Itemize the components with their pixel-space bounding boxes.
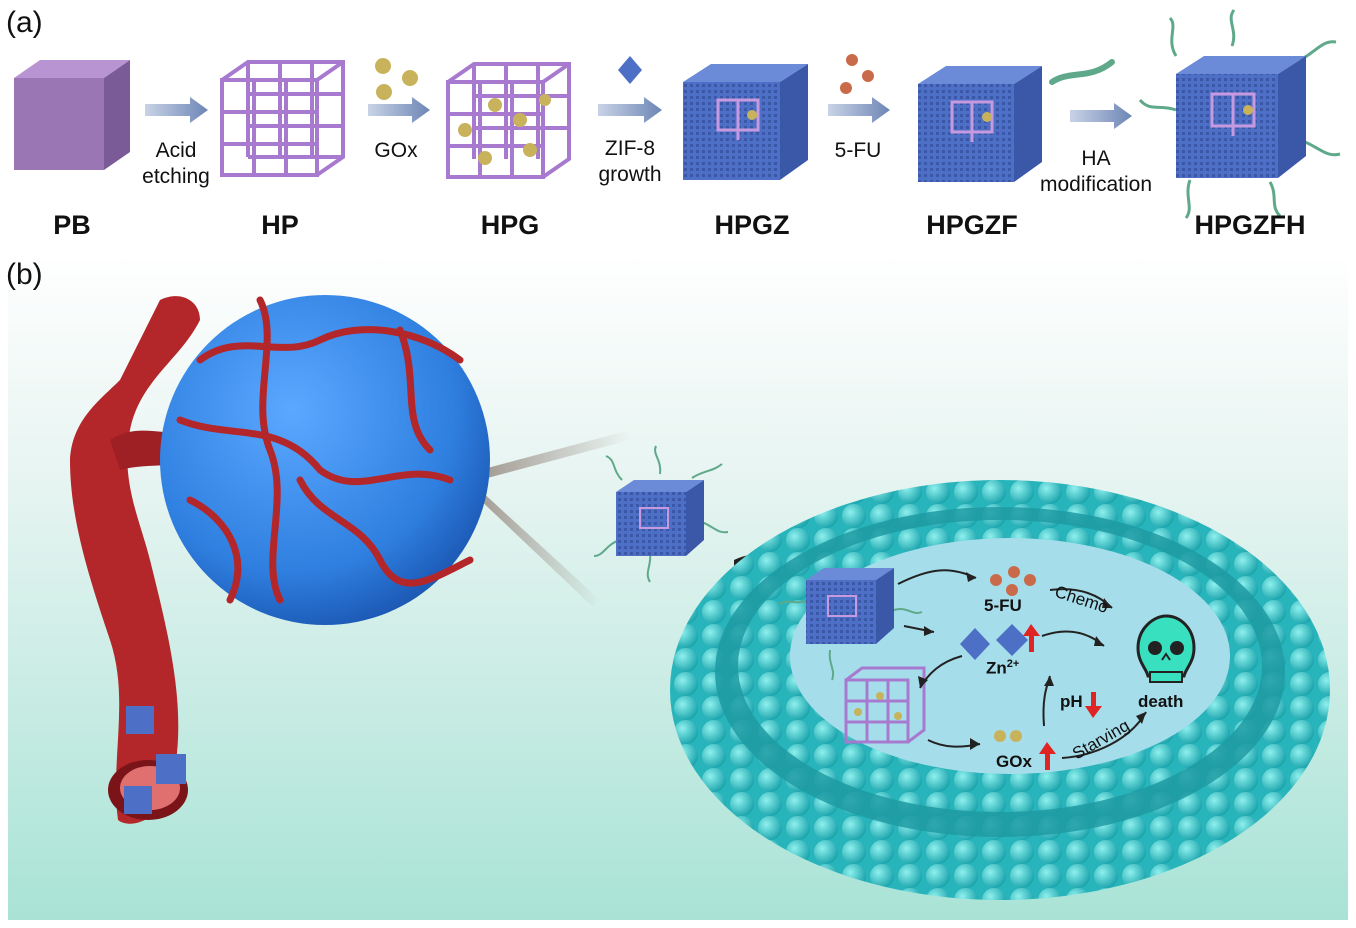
pb-cube [14,60,130,170]
cell-membrane [670,480,1330,900]
fu-particles [840,54,874,94]
gox-particles-cell [994,730,1022,742]
panel-a-label: (a) [6,6,43,39]
label-hpg: HPG [480,210,540,240]
zoom-beam [480,430,630,480]
gox-particles [375,58,418,100]
hpg-framework [446,62,571,179]
arrow-right-icon [828,97,890,123]
down-arrow-icon [1085,692,1102,718]
panel-b-label: (b) [6,258,43,291]
label-hpgzfh: HPGZFH [1194,210,1306,240]
up-arrow-icon [1039,742,1056,770]
step-acid-etching: Acid etching [142,138,210,190]
step-acid-line1: Acid [155,139,197,162]
up-arrow-icon [1023,624,1040,652]
fu-particles-cell [990,566,1036,596]
hpgzf-particle [918,66,1042,182]
hpgz-particle [683,64,808,180]
zn-text: Zn [986,658,1007,678]
arrow-right-icon [368,97,430,123]
step-gox: GOx [374,139,418,162]
label-hpgzf: HPGZF [926,210,1018,240]
arrow-right-icon [598,97,662,123]
cell-label-death: death [1138,692,1184,711]
step-zif-line1: ZIF-8 [604,137,656,160]
cell-label-gox: GOx [996,752,1032,771]
cell-label-5fu: 5-FU [984,596,1022,615]
step-ha-line1: HA [1081,147,1111,170]
step-5fu: 5-FU [834,139,882,162]
ha-chain [1049,59,1115,85]
step-acid-line2: etching [142,165,210,188]
hp-framework [220,60,345,177]
step-zif-line2: growth [598,163,662,186]
arrow-right-icon [1070,103,1132,129]
step-zif-growth: ZIF-8 growth [598,136,661,188]
internalized-nanoparticle [779,568,923,681]
skull-icon [1136,614,1196,683]
zif-crystal-icon [618,56,642,84]
tumor-sphere [160,295,490,625]
step-ha-modification: HA modification [1040,146,1152,198]
free-nanoparticle [593,445,729,583]
cell-label-ph: pH [1060,692,1083,711]
hpgzfh-particle [1138,9,1341,219]
label-pb: PB [53,210,91,240]
label-hpgz: HPGZ [714,210,790,240]
zn-superscript: 2+ [1006,658,1020,670]
step-ha-line2: modification [1039,173,1153,196]
label-hp: HP [261,210,299,240]
cell-label-zn: Zn2+ [986,658,1019,679]
cell-hp-framework [844,666,926,744]
zoom-beam [476,490,600,606]
arrow-right-icon [145,97,208,123]
zif-crystal-icon [960,624,1028,660]
pathway-arrowheads [918,572,1146,750]
